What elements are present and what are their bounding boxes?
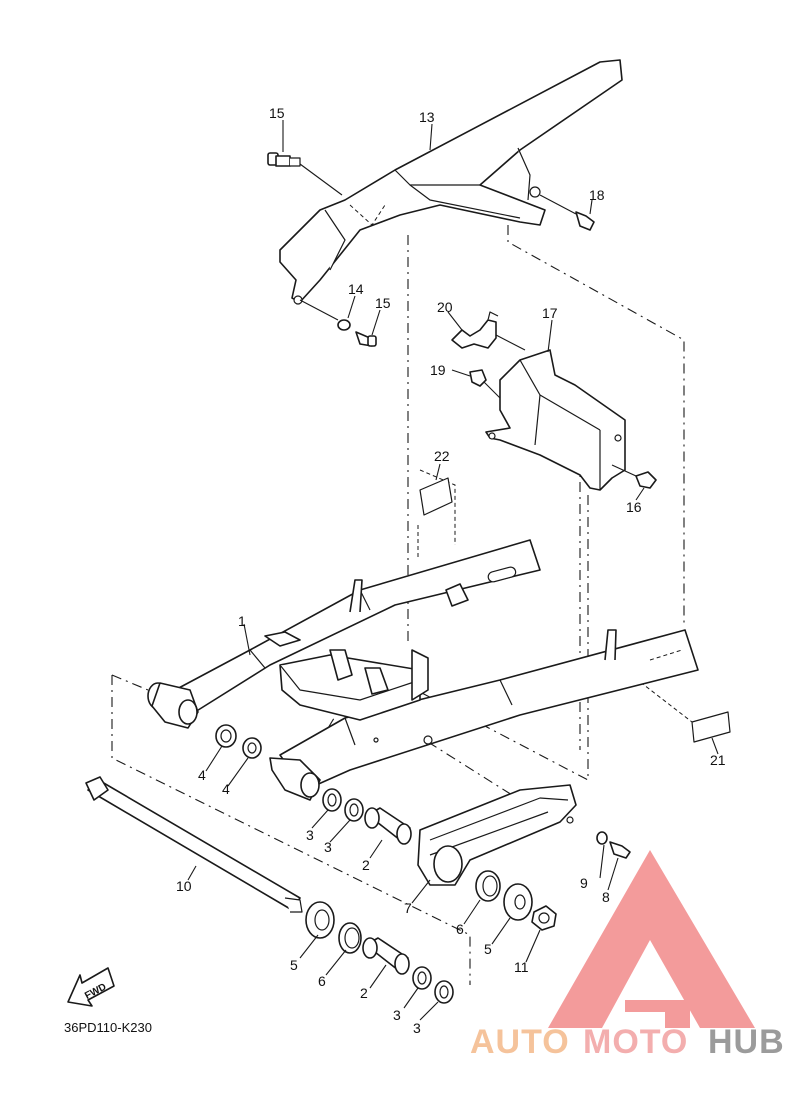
callout-9: 9 (580, 875, 588, 891)
callout-2b: 2 (360, 985, 368, 1001)
oil-seal-6-right (475, 870, 501, 902)
callout-22: 22 (434, 448, 450, 464)
callout-20: 20 (437, 299, 453, 315)
bearing-4-a (215, 724, 237, 748)
callout-19: 19 (430, 362, 446, 378)
callout-numbers: 15 13 18 14 15 20 17 19 22 16 1 4 4 3 3 … (176, 105, 726, 1036)
callout-2a: 2 (362, 857, 370, 873)
clamp-20 (451, 311, 526, 351)
thrust-cover-5-left (305, 901, 335, 939)
bearing-3-d (434, 980, 454, 1004)
callout-leaders (187, 120, 719, 1021)
bolt-18 (539, 194, 595, 231)
callout-15: 16 (626, 499, 642, 515)
callout-16: 15 (269, 105, 285, 121)
bearing-4-b (242, 737, 262, 759)
thrust-cover-5-right (503, 883, 533, 921)
callout-17: 17 (542, 305, 558, 321)
callout-3b: 3 (324, 839, 332, 855)
chain-guard-12 (279, 59, 623, 305)
callout-5b: 5 (290, 957, 298, 973)
callout-21: 21 (710, 752, 726, 768)
callout-5a: 5 (484, 941, 492, 957)
label-21 (634, 677, 731, 743)
swingarm-1 (147, 539, 699, 801)
watermark-logo: AUTO MOTO HUB (470, 850, 785, 1061)
callout-4a: 4 (198, 767, 206, 783)
callout-18: 18 (589, 187, 605, 203)
callout-14: 15 (375, 295, 391, 311)
pivot-shaft-10 (85, 776, 303, 913)
callout-12: 13 (419, 109, 435, 125)
bearing-3-c (412, 966, 432, 990)
washer-9 (596, 831, 608, 845)
callout-7: 7 (404, 900, 412, 916)
bolt-8 (609, 841, 631, 859)
watermark-text-auto: AUTO (470, 1023, 570, 1061)
chain-case-7 (417, 784, 577, 886)
bearing-3-b (344, 798, 364, 822)
callout-3c: 3 (393, 1007, 401, 1023)
callout-4b: 4 (222, 781, 230, 797)
bolt-19 (469, 369, 501, 399)
bolt-14 (355, 331, 377, 347)
bolt-16 (267, 152, 343, 196)
watermark-text-moto: MOTO (583, 1023, 688, 1061)
nut-11 (531, 905, 557, 931)
callout-11: 11 (514, 959, 529, 975)
callout-3d: 3 (413, 1020, 421, 1036)
diagram-code: 36PD110-K230 (64, 1020, 152, 1035)
washer-13 (299, 299, 351, 331)
callout-6b: 6 (318, 973, 326, 989)
callout-8: 8 (602, 889, 610, 905)
collar-2-lower (362, 937, 410, 975)
watermark-text-hub: HUB (708, 1023, 785, 1061)
callout-6a: 6 (456, 921, 464, 937)
oil-seal-6-left (338, 922, 362, 954)
watermark-triangle-icon (548, 850, 755, 1028)
callout-13: 14 (348, 281, 364, 297)
label-22 (419, 477, 453, 516)
bolt-15 (611, 464, 657, 489)
fwd-arrow-icon: FWD (67, 967, 115, 1007)
callout-3a: 3 (306, 827, 314, 843)
bearing-3-a (322, 788, 342, 812)
callout-1: 1 (238, 613, 246, 629)
bracket-17 (485, 349, 626, 491)
collar-2-upper (364, 807, 412, 845)
callout-10: 10 (176, 878, 192, 894)
